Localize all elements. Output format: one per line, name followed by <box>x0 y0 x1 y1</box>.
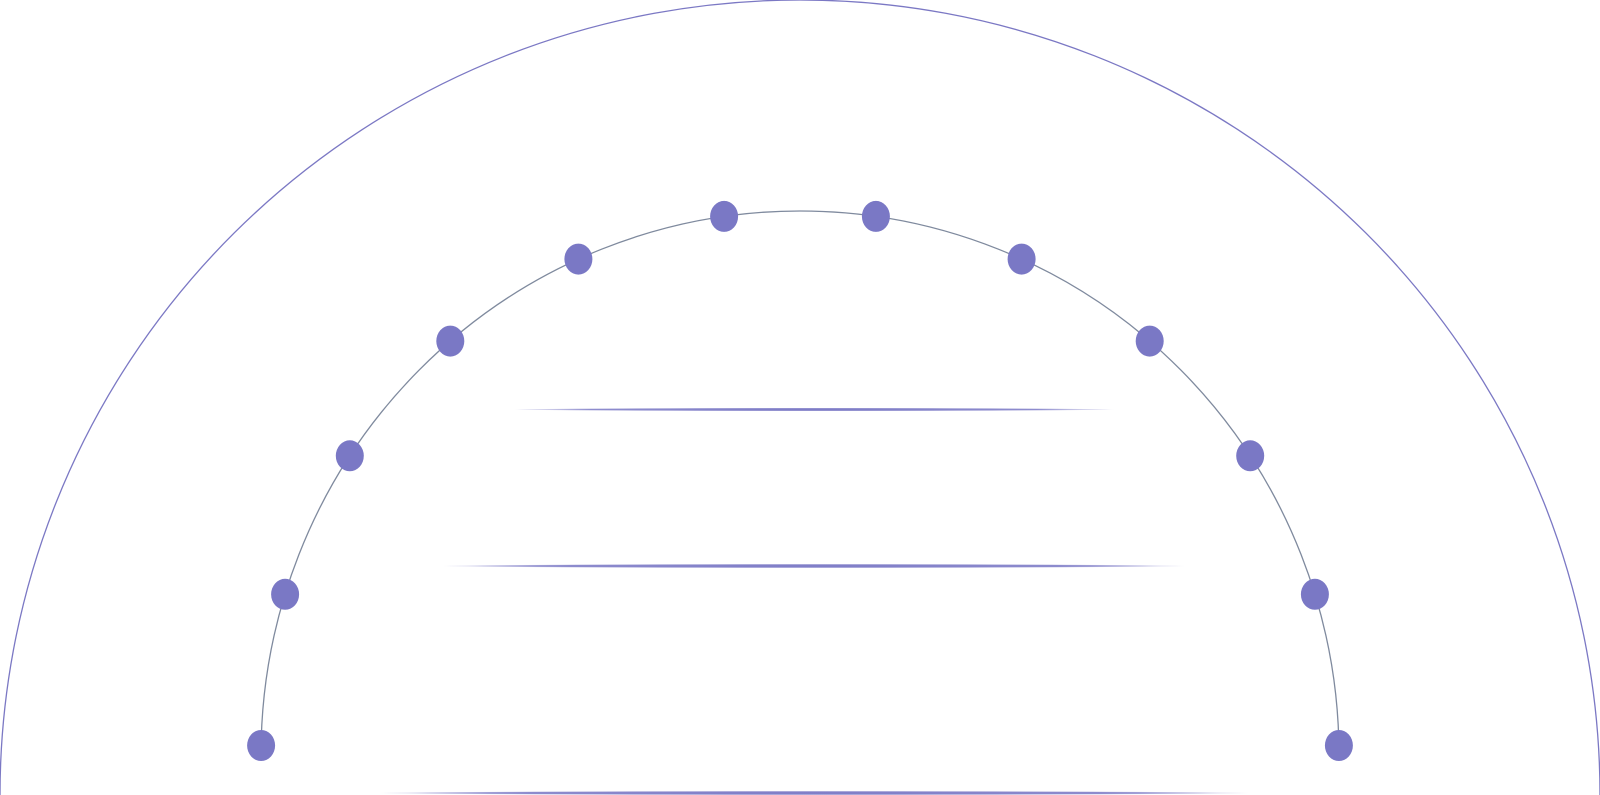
timeline-node-3 <box>335 440 364 472</box>
timeline-node-9 <box>1135 325 1164 357</box>
timeline-node-10 <box>1236 440 1265 472</box>
timeline-node-6 <box>710 200 739 232</box>
timeline-node-8 <box>1007 243 1036 275</box>
timeline-node-4 <box>436 325 465 357</box>
timeline-node-11 <box>1300 578 1329 610</box>
timeline-node-2 <box>271 578 300 610</box>
divider-lines <box>376 407 1252 795</box>
divider-line-bottom <box>376 791 1252 795</box>
timeline-node-5 <box>564 243 593 275</box>
divider-line-middle <box>440 564 1188 568</box>
timeline-node-12 <box>1324 730 1353 761</box>
timeline-node-1 <box>247 730 276 761</box>
timeline-nodes <box>247 200 1353 761</box>
divider-line-top <box>510 407 1118 412</box>
timeline-node-7 <box>861 200 890 232</box>
inner-arc <box>260 210 1340 756</box>
